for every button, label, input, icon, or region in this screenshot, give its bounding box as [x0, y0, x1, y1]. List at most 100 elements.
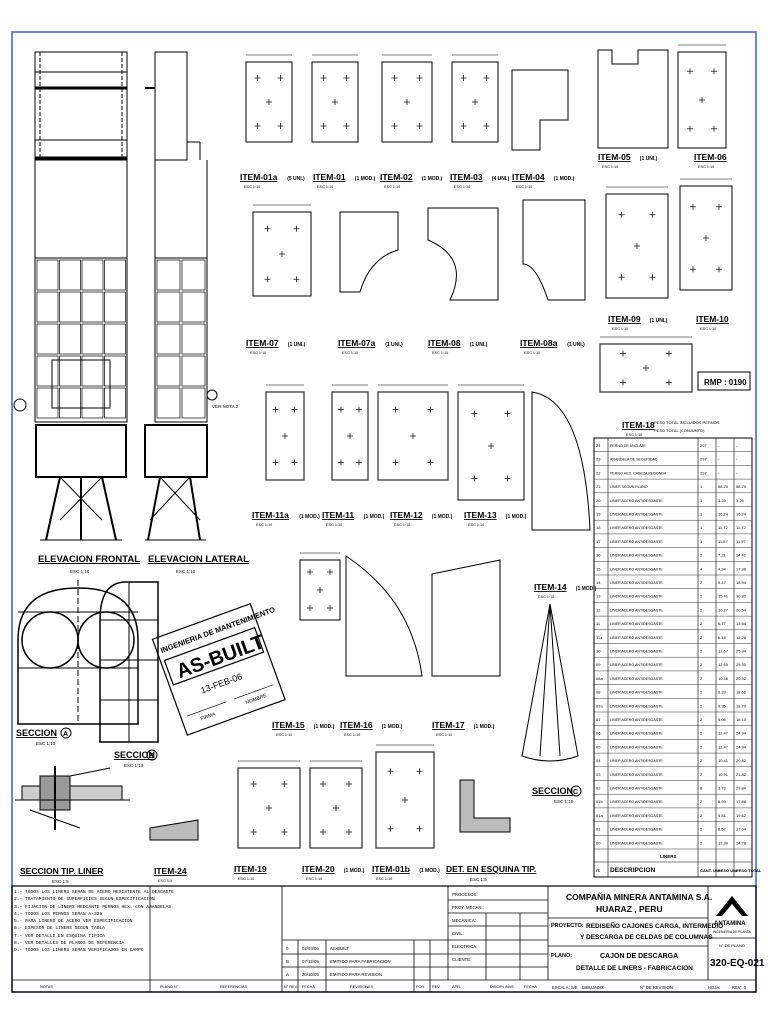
item-item-08a: ITEM-08a(1 UNI.)ESC 1:10	[520, 338, 585, 355]
item-scale: ESC 1:10	[436, 733, 452, 737]
bom-cell: 17.36	[736, 566, 747, 571]
bom-cell: 24.78	[736, 840, 747, 845]
discipline-label: MECANICA:	[452, 918, 476, 923]
item-scale: ESC 1:10	[602, 165, 618, 169]
item-qty: (1 MOD.)	[576, 586, 597, 592]
item-label: ITEM-05	[598, 152, 631, 162]
elevacion-lateral-view	[144, 51, 218, 541]
liner-cell	[104, 355, 126, 387]
seccion-c-letter: C	[573, 789, 578, 796]
item-qty: (1 MOD.)	[355, 176, 376, 182]
bom-cell: 2	[700, 580, 703, 585]
item-scale: ESC 1:10	[516, 185, 532, 189]
bom-cell: 58.70	[718, 484, 729, 489]
seccion-b-view	[99, 581, 159, 743]
item-label: ITEM-20	[302, 864, 335, 874]
item-qty: (1 MOD.)	[314, 724, 335, 730]
discipline-label: ELECTRICA:	[452, 944, 477, 949]
bom-cell: 2	[700, 840, 703, 845]
bom-frame	[593, 437, 753, 878]
item-label: ITEM-03	[450, 172, 483, 182]
plano-no-label: N° DE PLANO	[719, 943, 745, 948]
item-label: ITEM-01	[313, 172, 346, 182]
liner-cell	[59, 355, 81, 387]
item-scale: ESC 1:10	[468, 523, 484, 527]
bom-cell: 14.42	[736, 553, 747, 558]
item-label: ITEM-10	[696, 314, 729, 324]
revision-cell: 0	[286, 946, 289, 951]
bom-cell: 18	[596, 525, 601, 530]
stamp-nombre: NOMBRE	[245, 693, 268, 706]
proyecto-line2: Y DESCARGA DE CELDAS DE COLUMNAS	[580, 934, 713, 941]
item-scale: ESC 1:10	[524, 351, 540, 355]
det-esquina-scale: ESC 1:5	[470, 877, 487, 882]
bom-cell: 2	[700, 772, 703, 777]
revision-header: FECHA	[302, 985, 315, 989]
bom-cell: 9.05	[718, 717, 727, 722]
liner-cell	[104, 291, 126, 323]
company-name: COMPAÑIA MINERA ANTAMINA S.A.	[566, 892, 712, 902]
item-scale: ESC 1:10	[612, 327, 628, 331]
item-qty: (1 UNI.)	[288, 342, 306, 348]
rmp-label: RMP : 0190	[704, 378, 747, 387]
item-qty: (1 UNI.)	[567, 342, 585, 348]
bom-cell: 05	[596, 744, 601, 749]
bom-cell: 17.86	[736, 799, 747, 804]
item-label: ITEM-19	[234, 864, 267, 874]
item-qty: (1 UNI.)	[470, 342, 488, 348]
bom-cell: LINER ACERO ANTIDESGASTE	[610, 567, 663, 571]
item-item-20: ITEM-20(1 MOD.)ESC 1:10	[302, 760, 365, 881]
bom-cell: 14	[596, 580, 601, 585]
bom-cell: LINER ACERO ANTIDESGASTE	[610, 691, 663, 695]
logo-text: ANTAMINA	[714, 921, 746, 927]
item-qty: (1 MOD.)	[506, 514, 527, 520]
bom-cell: LINER ACERO ANTIDESGASTE	[610, 828, 663, 832]
seccion-b-scale: ESC 1:10	[124, 763, 144, 768]
bom-cell: PERNO HEX. CABEZA REDONDA	[610, 471, 667, 475]
bom-cell: 17	[596, 539, 601, 544]
bom-cell: 9.81	[718, 813, 727, 818]
bom-cell: 25.34	[736, 649, 747, 654]
item-qty: (1 MOD.)	[364, 514, 385, 520]
item-label: ITEM-02	[380, 172, 413, 182]
liner-cell	[81, 355, 104, 387]
plate-outline	[375, 751, 435, 849]
bom-cell: 2	[700, 744, 703, 749]
bom-cell: 12	[596, 607, 601, 612]
note-line: 7.- VER DETALLE EN ESQUINA TIPICA	[14, 933, 105, 939]
seccion-c-marker	[570, 785, 582, 797]
bom-cell: 01	[596, 827, 601, 832]
item-label: ITEM-01b	[372, 864, 410, 874]
item-qty: (1 UNI.)	[650, 318, 668, 324]
bom-cell: 2	[700, 827, 703, 832]
bom-cell: 2	[700, 731, 703, 736]
bom-cell: 2	[700, 676, 703, 681]
item-item-07: ITEM-07(1 UNI.)ESC 1:10	[246, 204, 312, 355]
plate-outline	[299, 559, 341, 621]
bom-cell: 01b	[596, 799, 603, 804]
bom-cell: 20.92	[736, 676, 747, 681]
liner-cell	[181, 387, 206, 419]
bom-cell: 1	[700, 525, 703, 530]
revision-header: REFERENCIAS	[220, 985, 247, 989]
bom-cell: 30.82	[736, 594, 747, 599]
bom-cell: LINER ACERO ANTIDESGASTE	[610, 732, 663, 736]
revision-cell: 07/12/05	[302, 959, 319, 964]
plate-outline	[309, 767, 363, 849]
bom-footer: LINERS	[660, 854, 677, 859]
item-item-04: ITEM-04(1 MOD.)ESC 1:10	[512, 172, 575, 189]
item-label: ITEM-14	[534, 582, 567, 592]
note-line: 6.- ESPESOR DE LINERS SEGUN TABLA	[14, 926, 105, 932]
plate-outline	[605, 193, 669, 299]
item-label: ITEM-16	[340, 720, 373, 730]
revision-header: FECHA	[524, 985, 537, 989]
bom-cell: -	[718, 457, 720, 462]
item-scale: ESC 1:10	[317, 185, 333, 189]
bom-cell: 18.10	[736, 717, 747, 722]
revision-cell: EMITIDO PARA REVISION	[330, 972, 382, 977]
item-label: ITEM-08	[428, 338, 461, 348]
general-notes: 1.- TODOS LOS LINERS SERAN DE ACERO RESI…	[14, 889, 260, 955]
bom-cell: LINER ACERO ANTIDESGASTE	[610, 759, 663, 763]
